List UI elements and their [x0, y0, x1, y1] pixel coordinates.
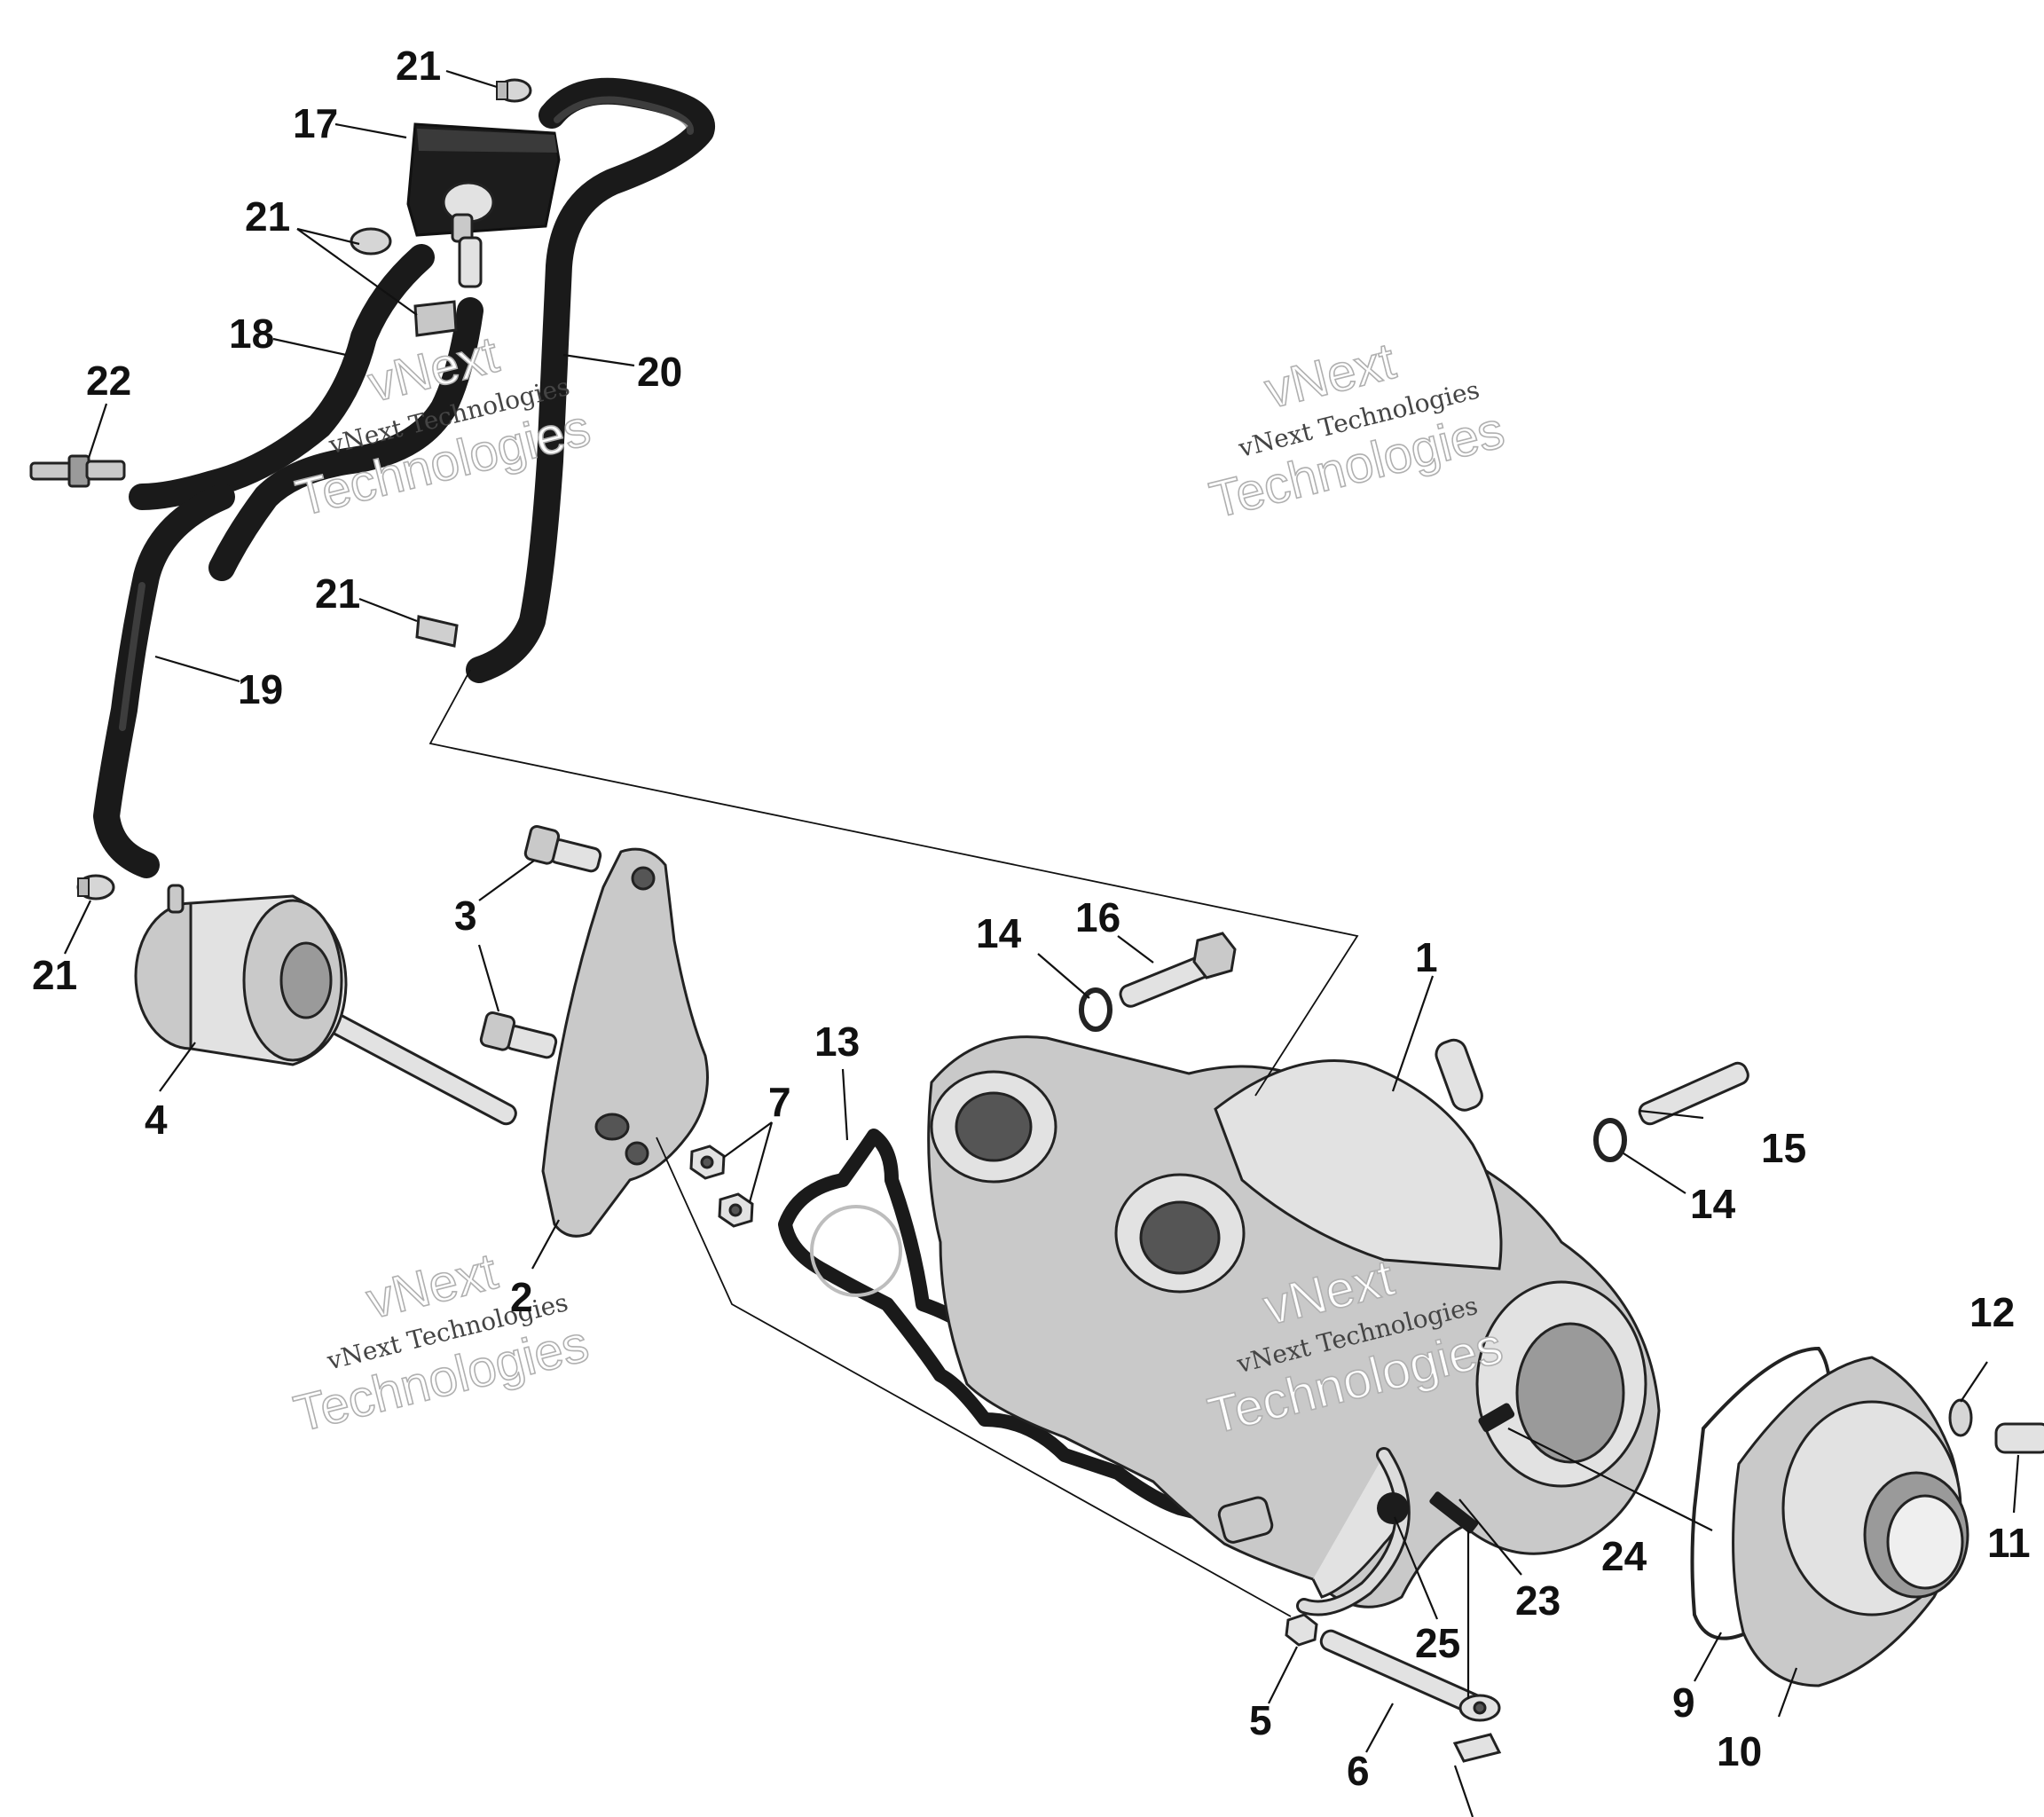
- wastegate-rod-6: [1319, 1629, 1501, 1722]
- watermark-top-right: vNext vNext Technologies Technologies: [1204, 331, 1511, 530]
- callout-11: 11: [1987, 1520, 2031, 1566]
- callout-2: 2: [510, 1274, 533, 1320]
- callout-23: 23: [1515, 1577, 1561, 1624]
- callout-3: 3: [454, 893, 477, 939]
- bolt-3-lower: [479, 1011, 558, 1059]
- callout-17: 17: [293, 100, 338, 146]
- washer-14-right: [1593, 1118, 1627, 1162]
- hose-18: [129, 244, 483, 581]
- callout-22: 22: [86, 358, 131, 404]
- callout-1: 1: [1415, 934, 1438, 980]
- nut-7-lower: [718, 1192, 754, 1228]
- watermark-bottom-left: vNext vNext Technologies Technologies: [288, 1241, 595, 1443]
- fitting-11: [1994, 1422, 2044, 1454]
- hose-19: [93, 484, 235, 878]
- hose-clamp-21-top: [496, 78, 532, 103]
- callout-21-mid: 21: [245, 193, 290, 240]
- wastegate-actuator-4: [134, 884, 517, 1126]
- callout-24: 24: [1601, 1533, 1647, 1579]
- hose-20: [466, 77, 715, 683]
- hose-clamp-21-mid: [350, 227, 392, 256]
- callout-16: 16: [1075, 894, 1120, 940]
- cover-10: [1732, 1356, 1969, 1687]
- callout-19: 19: [238, 666, 283, 712]
- retaining-clip: [1452, 1733, 1502, 1763]
- callout-25: 25: [1415, 1620, 1460, 1666]
- callout-7: 7: [768, 1079, 791, 1125]
- bracket-2: [541, 847, 709, 1238]
- hose-clamp-21-ring: [413, 300, 458, 337]
- nut-7-upper: [689, 1144, 726, 1180]
- callout-15: 15: [1761, 1125, 1806, 1171]
- callout-21-lower: 21: [315, 570, 360, 617]
- assembly-lines: [428, 669, 1359, 1617]
- callout-14-left: 14: [976, 910, 1022, 956]
- washer-12: [1948, 1398, 1973, 1437]
- bolt-3-upper: [523, 824, 602, 873]
- callout-14-right: 14: [1690, 1181, 1736, 1227]
- callout-labels: 1 2 3 4 5 6 7 9 10 11 12 13 14 14 15 16 …: [32, 43, 2031, 1794]
- washer-14-left: [1079, 987, 1112, 1032]
- leader-lines: [64, 69, 2020, 1817]
- callout-12: 12: [1969, 1289, 2015, 1335]
- callout-4: 4: [145, 1097, 168, 1143]
- hose-clamp-21-bottom: [76, 874, 115, 901]
- fitting-22: [29, 454, 126, 488]
- callout-5: 5: [1249, 1697, 1272, 1743]
- callout-9: 9: [1672, 1679, 1695, 1726]
- callout-10: 10: [1717, 1728, 1762, 1774]
- callout-20: 20: [637, 349, 682, 395]
- solenoid-valve-17: [406, 122, 561, 288]
- nut-5: [1285, 1613, 1318, 1647]
- callout-6: 6: [1347, 1748, 1370, 1794]
- hose-clamp-21-lower: [415, 615, 459, 648]
- turbocharger-1: [927, 1035, 1661, 1616]
- callout-21-top: 21: [396, 43, 441, 89]
- callout-18: 18: [229, 311, 274, 357]
- callout-13: 13: [814, 1019, 860, 1065]
- callout-21-bottom: 21: [32, 952, 77, 998]
- bolt-16: [1119, 932, 1237, 1008]
- stud-15: [1638, 1061, 1749, 1126]
